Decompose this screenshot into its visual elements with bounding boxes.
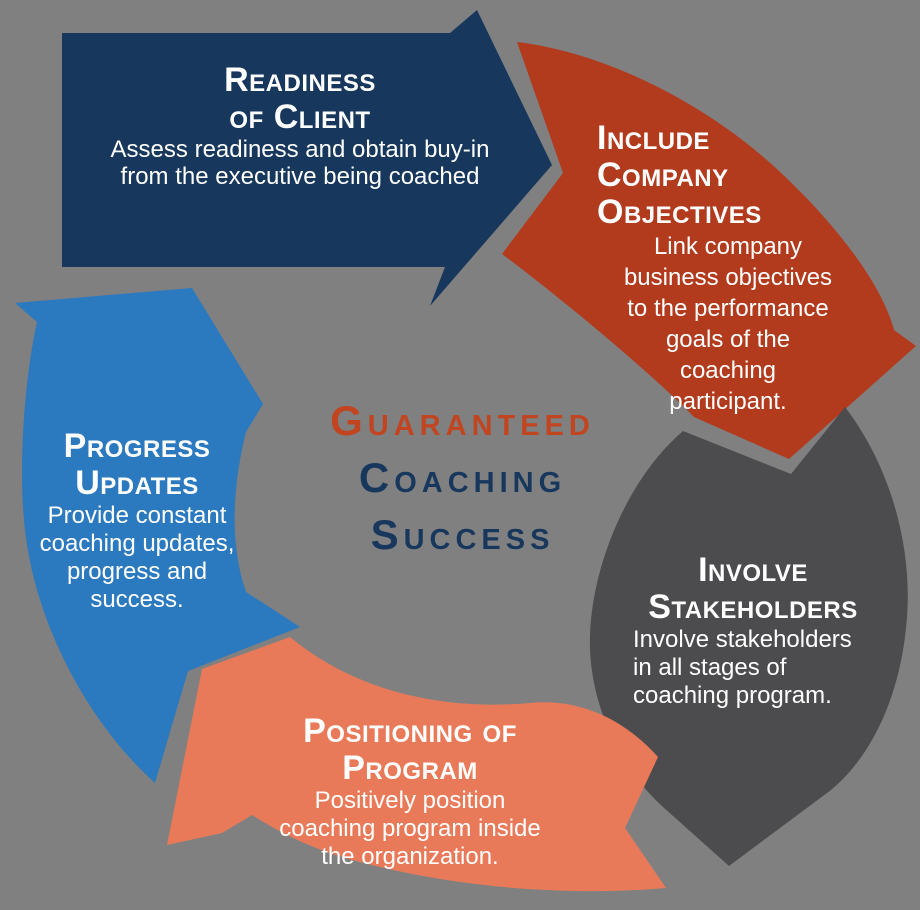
step-body-line: Link company [653,233,803,260]
step-body-line: coaching program. [633,682,832,709]
arrow-include-company-objectives [502,42,916,459]
diagram-title-line: Coaching [358,454,567,501]
diagram-title-line: Guaranteed [330,397,595,444]
step-positioning-label: Positioning of Program Positively positi… [245,713,575,871]
arrow-involve-stakeholders [589,407,908,866]
step-heading-line: Company [597,156,729,194]
step-progress-label: Progress Updates Provide constant coachi… [28,428,246,614]
step-body-line: Assess readiness and obtain buy-in [110,136,490,163]
step-body-line: coaching updates, [39,530,235,557]
step-readiness-label: Readiness of Client Assess readiness and… [85,61,515,191]
diagram-title: Guaranteed Coaching Success [255,392,670,563]
step-body-line: business objectives [623,264,833,291]
step-stakeholders-label: Involve Stakeholders Involve stakeholder… [618,552,888,710]
step-body-line: coaching [679,357,777,384]
step-body-line: the organization. [321,843,499,870]
step-heading-line: Updates [75,464,199,502]
step-heading-line: Objectives [597,193,762,231]
step-body-line: success. [90,586,184,613]
step-heading-line: of Client [229,98,371,136]
step-heading-line: Include [597,119,710,157]
step-heading-line: Readiness [224,61,376,99]
step-heading-line: Program [342,749,478,787]
step-body-line: Positively position [314,787,506,814]
diagram-title-line: Success [370,511,555,558]
arrow-positioning-of-program [167,637,666,892]
step-body-line: progress and [66,558,208,585]
step-body-line: goals of the [665,326,791,353]
step-heading-line: Involve [698,551,808,589]
step-heading-line: Progress [63,427,211,465]
arrow-progress-updates [15,288,300,783]
step-body-line: Involve stakeholders [633,626,852,653]
step-body-line: Provide constant [47,502,227,529]
step-body-line: to the performance [627,295,829,322]
step-objectives-label: Include Company Objectives Link company … [588,120,868,417]
step-body-line: coaching program inside [279,815,541,842]
step-body-line: from the executive being coached [120,163,480,190]
arrow-readiness-of-client [62,10,552,306]
step-heading-line: Stakeholders [648,588,858,626]
step-heading-line: Positioning of [303,712,517,750]
step-body-line: in all stages of [633,654,787,681]
step-body-line: participant. [669,388,787,415]
